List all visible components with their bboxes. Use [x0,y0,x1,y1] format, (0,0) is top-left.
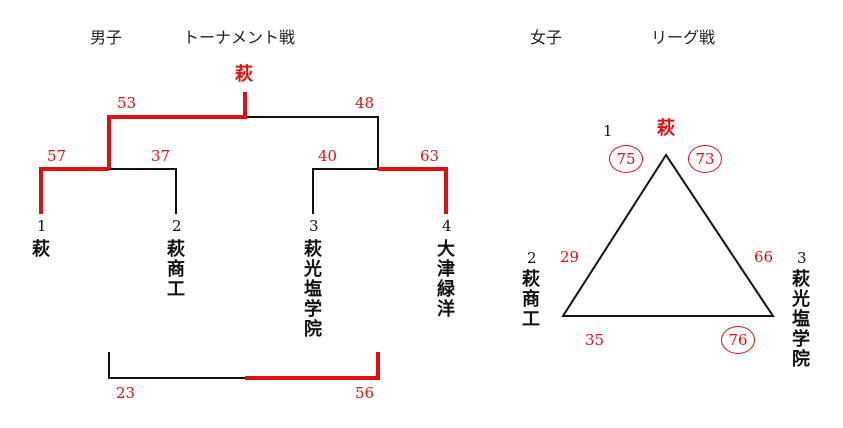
girls-team-name-winner: 萩 [657,118,675,139]
league-triangle [561,153,775,317]
semifinal1-score-team1: 57 [47,147,67,165]
semifinal2-score-team4: 63 [420,147,440,165]
bracket-line-third-right [245,352,380,380]
boys-champion-label: 萩 [235,64,253,85]
boys-team-seed: 3 [309,217,319,235]
bracket-line-team4 [378,167,448,214]
girls-header: 女子 [530,28,563,47]
boys-team-seed: 2 [172,217,182,235]
score-t2-vs-t1: 29 [560,248,580,266]
final-score-left: 53 [117,94,137,112]
score-t2-vs-t3: 35 [585,331,605,349]
boys-team-name: 大津緑洋 [437,239,455,320]
girls-team-seed: 3 [797,249,807,267]
girls-team-seed: 2 [527,249,537,267]
bracket-line-team1 [39,167,109,214]
girls-format-header: リーグ戦 [651,28,716,47]
score-circle-t1-vs-t3: 73 [688,145,722,173]
boys-team-seed: 1 [37,217,47,235]
bracket-line-final-right [245,116,379,169]
score-circle-t1-vs-t2: 75 [609,145,643,173]
bracket-line-final-left [107,92,247,169]
boys-team-seed: 4 [442,217,452,235]
bracket-line-third-left [108,352,245,379]
girls-team-name: 萩商工 [522,269,540,330]
score-t3-vs-t1: 66 [754,248,774,266]
bracket-line-team3 [312,168,378,214]
final-score-right: 48 [355,94,375,112]
boys-team-name: 萩 [32,239,50,260]
semifinal2-score-team3: 40 [318,147,338,165]
boys-header: 男子 [90,28,123,47]
third-place-score-right: 56 [355,384,375,402]
boys-team-name: 萩光塩学院 [304,239,322,340]
semifinal1-score-team2: 37 [151,147,171,165]
boys-format-header: トーナメント戦 [183,28,296,47]
girls-team-name: 萩光塩学院 [792,269,810,370]
girls-team-seed: 1 [603,122,613,140]
boys-team-name: 萩商工 [167,239,185,300]
bracket-line-team2 [109,168,177,214]
score-circle-t3-vs-t2: 76 [721,326,755,354]
third-place-score-left: 23 [116,384,136,402]
